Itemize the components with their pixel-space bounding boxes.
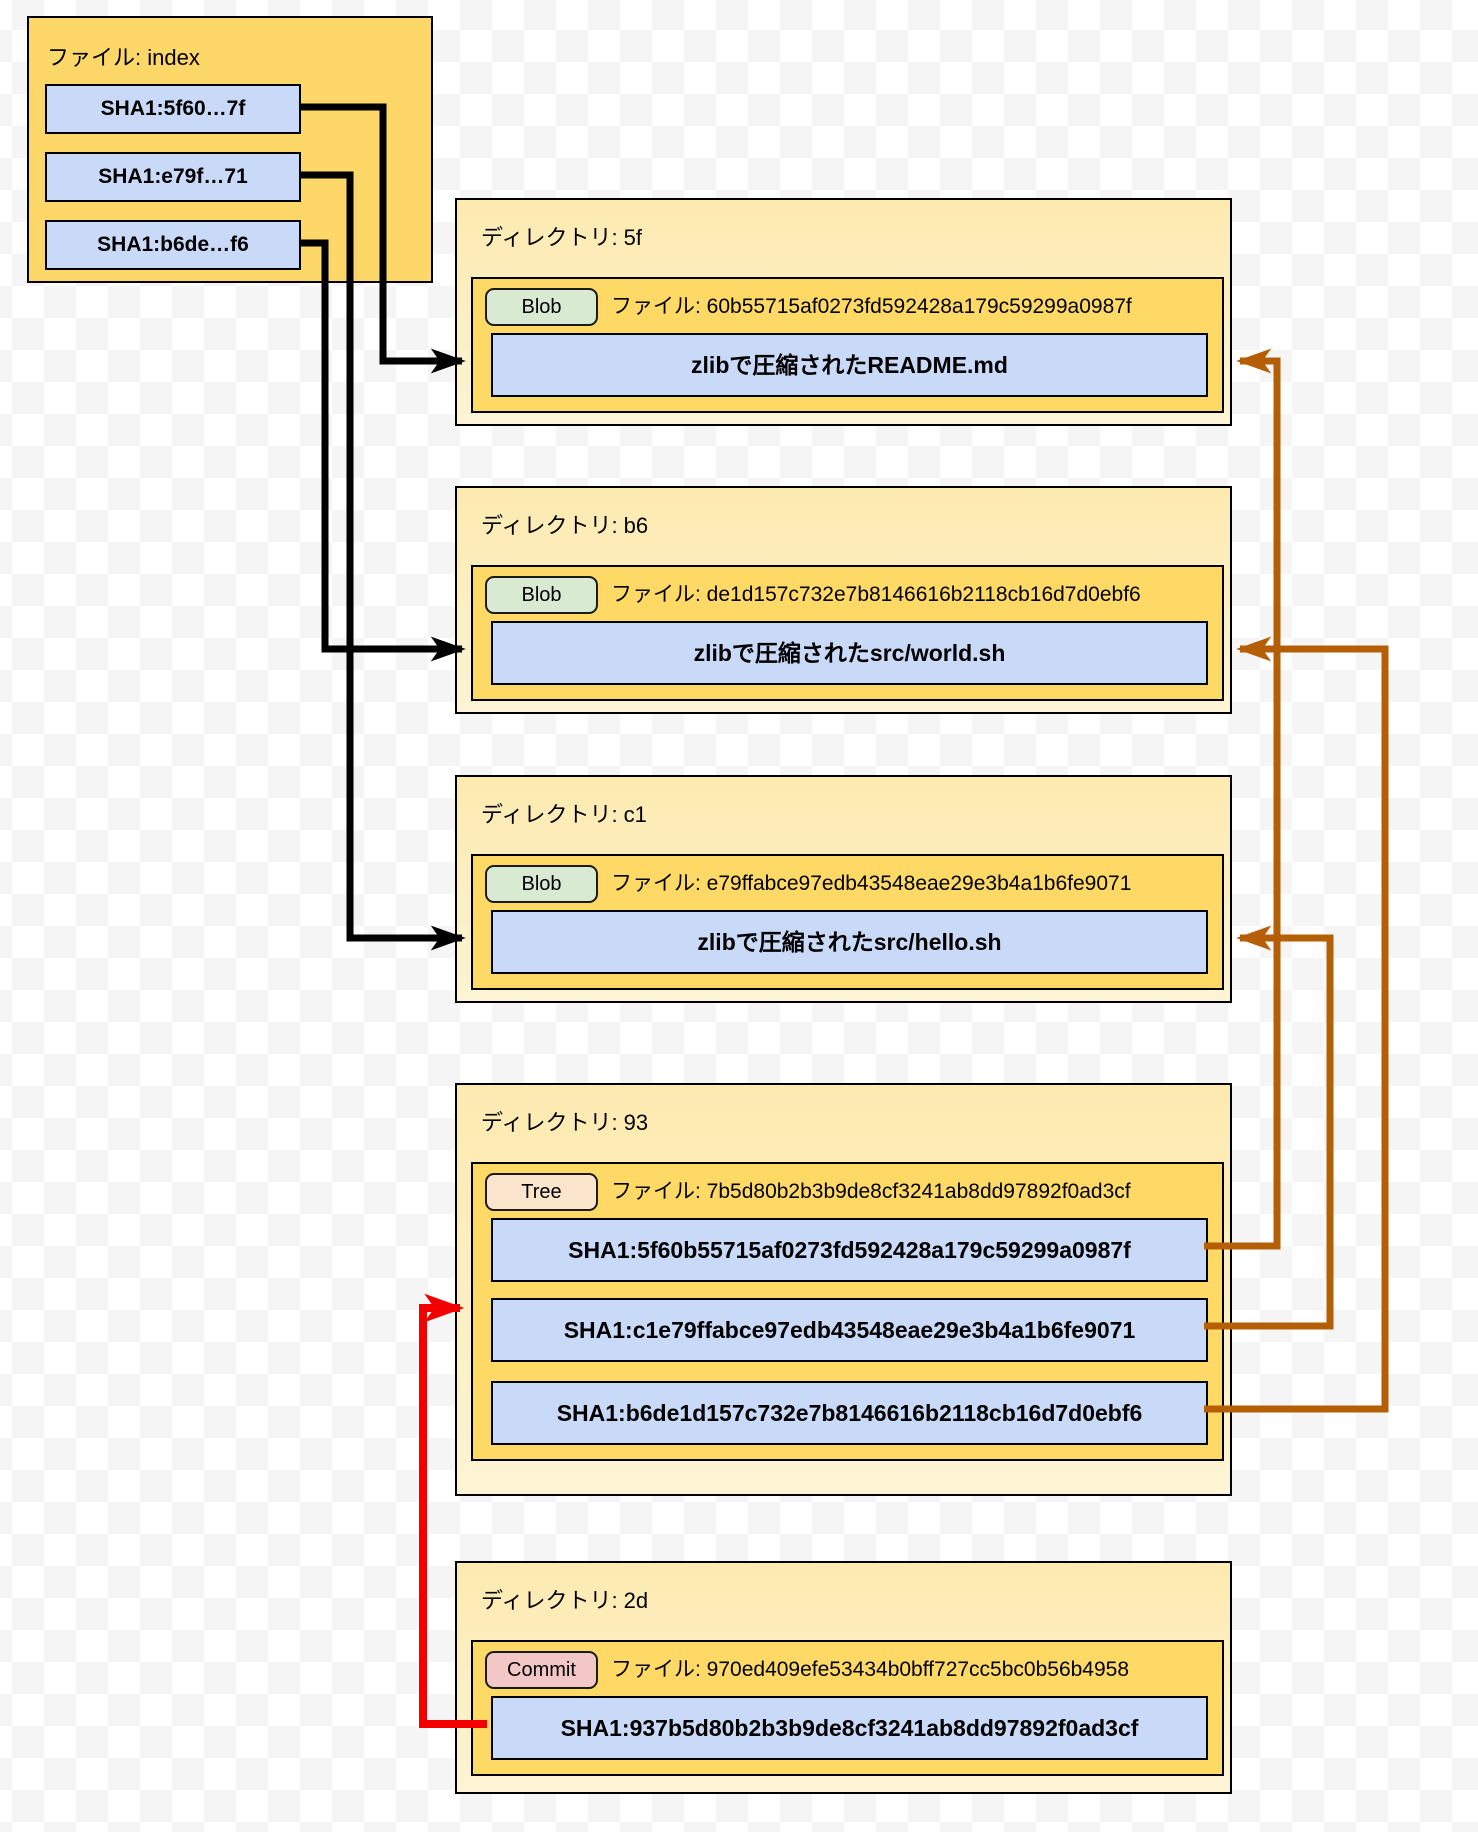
index-sha1-entry-e79f: SHA1:e79f…71 <box>45 152 301 202</box>
object-file-hash-label: ファイル: 60b55715af0273fd592428a179c59299a0… <box>611 295 1132 318</box>
directory-box-93: ディレクトリ: 93 Tree ファイル: 7b5d80b2b3b9de8cf3… <box>455 1083 1232 1496</box>
blob-content-box: zlibで圧縮されたsrc/world.sh <box>491 621 1208 685</box>
directory-title: ディレクトリ: 2d <box>481 1588 649 1613</box>
index-file-box: ファイル: index SHA1:5f60…7f SHA1:e79f…71 SH… <box>27 16 433 283</box>
object-file-hash-label: ファイル: e79ffabce97edb43548eae29e3b4a1b6fe… <box>611 872 1132 895</box>
directory-title: ディレクトリ: c1 <box>481 802 647 827</box>
git-object-box: Tree ファイル: 7b5d80b2b3b9de8cf3241ab8dd978… <box>471 1162 1224 1461</box>
directory-box-b6: ディレクトリ: b6 Blob ファイル: de1d157c732e7b8146… <box>455 486 1232 714</box>
sha1-reference-box: SHA1:b6de1d157c732e7b8146616b2118cb16d7d… <box>491 1381 1208 1445</box>
blob-type-badge: Blob <box>485 288 598 326</box>
tree-type-badge: Tree <box>485 1173 598 1211</box>
sha1-reference-box: SHA1:5f60b55715af0273fd592428a179c59299a… <box>491 1218 1208 1282</box>
blob-type-badge: Blob <box>485 576 598 614</box>
directory-box-c1: ディレクトリ: c1 Blob ファイル: e79ffabce97edb4354… <box>455 775 1232 1003</box>
object-file-hash-label: ファイル: 970ed409efe53434b0bff727cc5bc0b56b… <box>611 1658 1130 1681</box>
blob-type-badge: Blob <box>485 865 598 903</box>
arrow-index-b6de-to-dir-b6 <box>299 239 466 662</box>
sha1-reference-box: SHA1:937b5d80b2b3b9de8cf3241ab8dd97892f0… <box>491 1696 1208 1760</box>
directory-title: ディレクトリ: 5f <box>481 225 643 250</box>
object-file-hash-label: ファイル: 7b5d80b2b3b9de8cf3241ab8dd97892f0a… <box>611 1180 1131 1203</box>
index-sha1-entry-b6de: SHA1:b6de…f6 <box>45 220 301 270</box>
commit-type-badge: Commit <box>485 1651 598 1689</box>
object-file-hash-label: ファイル: de1d157c732e7b8146616b2118cb16d7d0… <box>611 583 1141 606</box>
directory-box-5f: ディレクトリ: 5f Blob ファイル: 60b55715af0273fd59… <box>455 198 1232 426</box>
index-box-title: ファイル: index <box>47 45 200 70</box>
git-object-box: Blob ファイル: 60b55715af0273fd592428a179c59… <box>471 277 1224 413</box>
git-object-box: Blob ファイル: de1d157c732e7b8146616b2118cb1… <box>471 565 1224 701</box>
directory-title: ディレクトリ: b6 <box>481 513 649 538</box>
index-sha1-entry-5f60: SHA1:5f60…7f <box>45 84 301 134</box>
blob-content-box: zlibで圧縮されたsrc/hello.sh <box>491 910 1208 974</box>
blob-content-box: zlibで圧縮されたREADME.md <box>491 333 1208 397</box>
arrow-index-e79f-to-dir-c1 <box>299 171 466 951</box>
sha1-reference-box: SHA1:c1e79ffabce97edb43548eae29e3b4a1b6f… <box>491 1298 1208 1362</box>
git-object-box: Commit ファイル: 970ed409efe53434b0bff727cc5… <box>471 1640 1224 1776</box>
directory-title: ディレクトリ: 93 <box>481 1110 649 1135</box>
directory-box-2d: ディレクトリ: 2d Commit ファイル: 970ed409efe53434… <box>455 1561 1232 1794</box>
git-object-box: Blob ファイル: e79ffabce97edb43548eae29e3b4a… <box>471 854 1224 990</box>
